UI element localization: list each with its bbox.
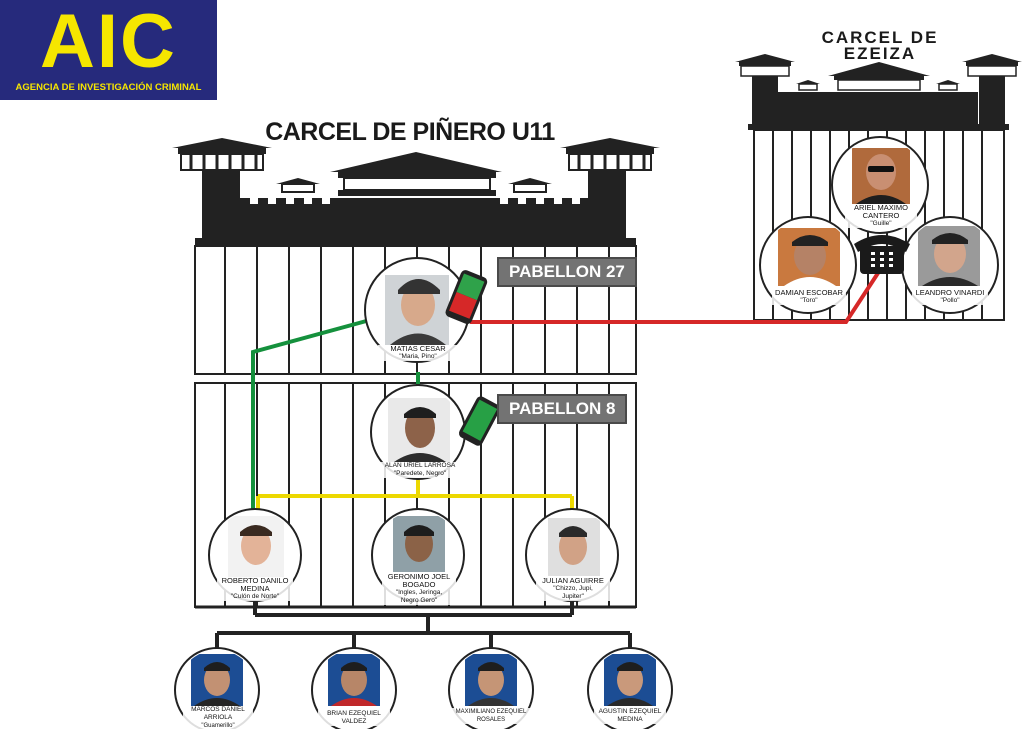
person-alias-line1: "Chizzo, Jupi, [553, 585, 593, 592]
call-line-red [470, 268, 882, 324]
person-alias: "Paredete, Negro" [393, 470, 447, 477]
cellphone-icon [445, 270, 488, 324]
person-name: DAMIAN ESCOBAR [775, 288, 843, 297]
link-lines-black [215, 600, 632, 650]
aic-logo: AIC AGENCIA DE INVESTIGACIÓN CRIMINAL [0, 0, 217, 100]
person-alias-line2: Negro Gero" [400, 597, 438, 604]
person-label-roberto: ROBERTO DANILO MEDINA "Culón de Norte" [217, 577, 293, 601]
person-alias: "Guamerillo" [201, 723, 235, 729]
person-label-leandro: LEANDRO VINARDI "Pollo" [912, 289, 988, 305]
person-name: LEANDRO VINARDI [915, 288, 985, 297]
person-name-line2: MEDINA [617, 716, 643, 723]
person-name-line2: ARRIOLA [203, 714, 233, 721]
person-alias: "Guille" [870, 220, 892, 227]
person-name: JULIAN AGUIRRE [542, 576, 604, 585]
person-name-line2: MEDINA [240, 584, 270, 593]
person-name-line1: BRIAN EZEQUIEL [327, 710, 381, 717]
person-node-alan [370, 384, 466, 480]
pavilion-8-label: PABELLON 8 [497, 394, 628, 424]
person-name-line1: MAXIMILIANO EZEQUIEL [455, 709, 527, 715]
ezeiza-title-line2: EZEIZA [843, 44, 917, 63]
person-name-line2: ROSALES [476, 717, 506, 723]
person-name: MATIAS CESAR [390, 344, 446, 353]
person-name-line1: GERONIMO JOEL [387, 572, 451, 581]
person-alias-line1: "Ingles, Jeringa, [395, 589, 443, 596]
ezeiza-title: CARCEL DE EZEIZA [770, 28, 990, 63]
person-label-matias: MATIAS CESAR "Maria, Pino" [378, 345, 458, 361]
watchtower-icon [735, 54, 795, 126]
watchtower-icon [560, 138, 660, 240]
person-label-ariel: ARIEL MAXIMO CANTERO "Guille" [845, 204, 917, 228]
person-label-brian: BRIAN EZEQUIEL VALDEZ [318, 710, 390, 726]
person-label-damian: DAMIAN ESCOBAR "Toro" [772, 289, 846, 305]
person-label-maximiliano: MAXIMILIANO EZEQUIEL ROSALES [452, 708, 530, 724]
person-name-line1: ARIEL MAXIMO [854, 203, 908, 212]
person-label-marcos: MARCOS DANIEL ARRIOLA "Guamerillo" [183, 706, 253, 730]
person-alias-line2: Jupiter" [562, 593, 584, 600]
person-name: ALAN URIEL LARROSA [384, 462, 456, 469]
person-node-brian [311, 647, 397, 729]
person-name-line1: AGUSTIN EZEQUIEL [598, 708, 662, 715]
logo-acronym: AIC [40, 0, 177, 84]
person-name-line2: CANTERO [862, 211, 900, 220]
person-label-agustin: AGUSTIN EZEQUIEL MEDINA [594, 708, 666, 724]
cellphone-icon [458, 396, 500, 446]
connections [215, 268, 882, 650]
ezeiza-title-line1: CARCEL DE [821, 28, 939, 47]
pavilion-27-label: PABELLON 27 [497, 257, 637, 287]
logo-name: AGENCIA DE INVESTIGACIÓN CRIMINAL [15, 82, 202, 93]
watchtower-icon [172, 138, 272, 240]
person-name-line2: VALDEZ [341, 718, 367, 725]
pinero-title: CARCEL DE PIÑERO U11 [265, 118, 555, 146]
person-alias: "Culón de Norte" [230, 593, 280, 600]
person-alias: "Maria, Pino" [399, 353, 437, 360]
call-line-green [251, 318, 371, 515]
person-label-julian: JULIAN AGUIRRE "Chizzo, Jupi, Jupiter" [536, 577, 610, 601]
person-label-geronimo: GERONIMO JOEL BOGADO "Ingles, Jeringa, N… [382, 573, 456, 605]
person-name-line2: BOGADO [402, 580, 436, 589]
person-label-alan: ALAN URIEL LARROSA "Paredete, Negro" [380, 462, 460, 478]
person-alias: "Toro" [800, 297, 818, 304]
person-alias: "Pollo" [940, 297, 960, 304]
person-name-line1: ROBERTO DANILO [221, 576, 289, 585]
watchtower-icon [962, 54, 1022, 126]
telephone-icon [854, 235, 910, 274]
person-name-line1: MARCOS DANIEL [191, 706, 245, 713]
